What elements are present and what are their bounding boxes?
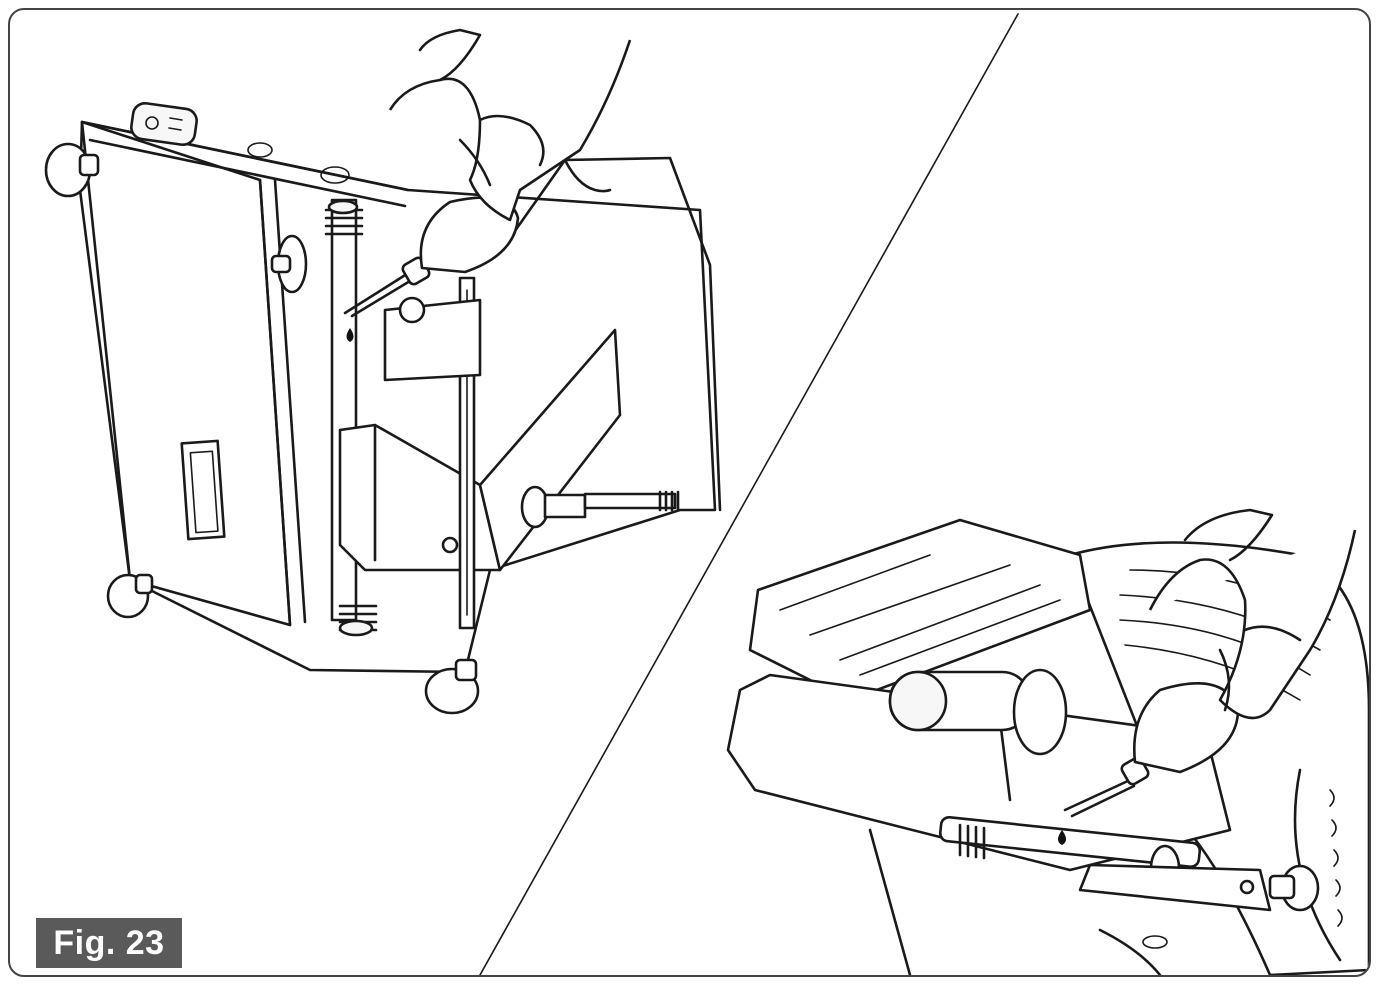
power-switch <box>130 101 198 147</box>
machine-base-plate <box>78 120 717 674</box>
oil-drop-right <box>1058 830 1066 845</box>
left-view <box>44 28 722 715</box>
right-view <box>726 508 1369 975</box>
oil-drop-left <box>346 328 354 342</box>
lubrication-illustration <box>44 13 1369 975</box>
figure-frame: Fig. 23 <box>8 8 1371 977</box>
tension-knob <box>520 485 680 529</box>
side-knob <box>270 234 308 294</box>
hand-left <box>388 28 632 222</box>
figure-label: Fig. 23 <box>36 918 182 968</box>
food-carriage <box>726 518 1232 872</box>
hand-right <box>1148 508 1357 720</box>
rubber-feet <box>44 142 480 715</box>
panel-divider-line <box>479 13 1019 975</box>
sliding-bar <box>868 815 1320 975</box>
carriage-handle <box>888 668 1068 756</box>
oil-can-right <box>1063 682 1240 818</box>
